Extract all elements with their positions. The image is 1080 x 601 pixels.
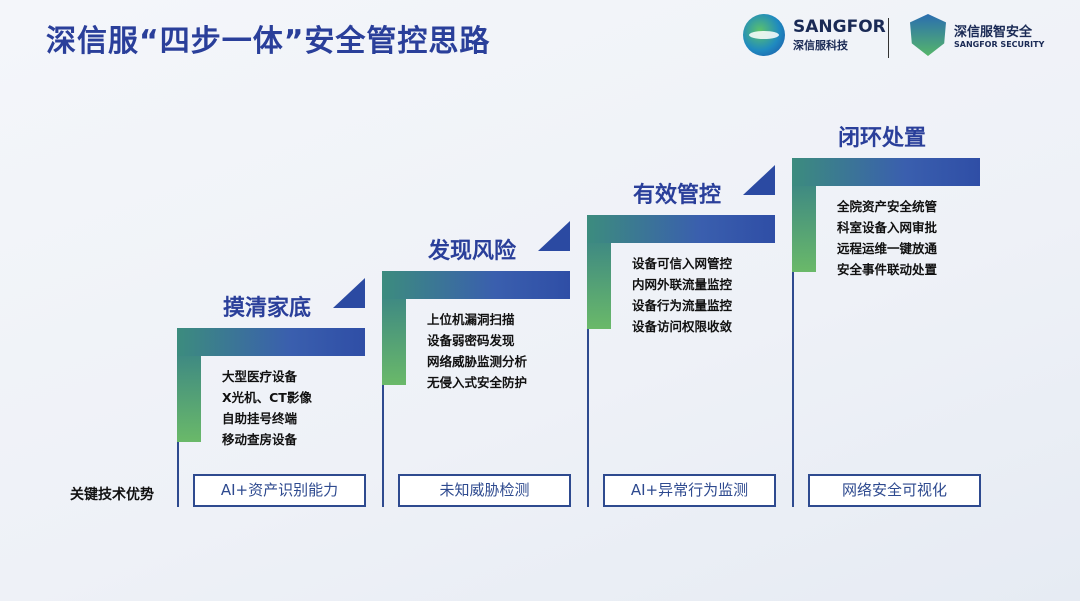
shield-icon bbox=[910, 14, 946, 56]
page-title: 深信服“四步一体”安全管控思路 bbox=[46, 24, 491, 59]
step-item: X光机、CT影像 bbox=[222, 390, 312, 405]
step-bar-vertical bbox=[792, 186, 816, 272]
step-bar-vertical bbox=[177, 356, 201, 442]
logo-divider bbox=[888, 18, 889, 58]
step-bar bbox=[792, 158, 980, 186]
tech-box: 网络安全可视化 bbox=[808, 474, 981, 507]
step-item: 上位机漏洞扫描 bbox=[427, 312, 515, 327]
step-divider-line bbox=[587, 243, 589, 507]
step-item: 科室设备入网审批 bbox=[837, 220, 938, 235]
step-divider-line bbox=[792, 186, 794, 507]
step-bar-vertical bbox=[587, 243, 611, 329]
step-title: 发现风险 bbox=[428, 239, 517, 264]
step-item: 设备行为流量监控 bbox=[632, 298, 733, 313]
step-item: 设备可信入网管控 bbox=[632, 256, 733, 271]
step-item: 远程运维一键放通 bbox=[837, 241, 938, 256]
step-item: 全院资产安全统管 bbox=[837, 199, 938, 214]
step-item: 移动查房设备 bbox=[222, 432, 298, 447]
step-arrow-triangle-icon bbox=[538, 221, 570, 251]
step-item: 大型医疗设备 bbox=[222, 369, 298, 384]
step-bar bbox=[587, 215, 775, 243]
step-bar bbox=[177, 328, 365, 356]
step-title: 有效管控 bbox=[633, 183, 722, 208]
step-divider-line bbox=[382, 299, 384, 507]
tech-box: AI+异常行为监测 bbox=[603, 474, 776, 507]
step-arrow-triangle-icon bbox=[333, 278, 365, 308]
step-title: 闭环处置 bbox=[838, 126, 927, 151]
key-tech-label: 关键技术优势 bbox=[70, 487, 154, 503]
step-item: 内网外联流量监控 bbox=[632, 277, 733, 292]
step-item: 安全事件联动处置 bbox=[837, 262, 938, 277]
step-item: 设备访问权限收敛 bbox=[632, 319, 733, 334]
security-en: SANGFOR SECURITY bbox=[954, 40, 1045, 49]
step-arrow-triangle-icon bbox=[743, 165, 775, 195]
security-cn: 深信服智安全 bbox=[954, 25, 1033, 40]
step-item: 无侵入式安全防护 bbox=[427, 375, 528, 390]
step-bar bbox=[382, 271, 570, 299]
sangfor-globe-icon bbox=[743, 14, 785, 56]
tech-box: 未知威胁检测 bbox=[398, 474, 571, 507]
sangfor-name: SANGFOR bbox=[793, 17, 886, 37]
step-item: 网络威胁监测分析 bbox=[427, 354, 528, 369]
step-title: 摸清家底 bbox=[223, 296, 312, 321]
step-items: 设备可信入网管控内网外联流量监控设备行为流量监控设备访问权限收敛 bbox=[632, 253, 732, 337]
step-item: 自助挂号终端 bbox=[222, 411, 298, 426]
step-item: 设备弱密码发现 bbox=[427, 333, 515, 348]
sangfor-cn: 深信服科技 bbox=[793, 39, 848, 52]
step-bar-vertical bbox=[382, 299, 406, 385]
step-items: 全院资产安全统管科室设备入网审批远程运维一键放通安全事件联动处置 bbox=[837, 196, 937, 280]
step-items: 大型医疗设备 X光机、CT影像自助挂号终端移动查房设备 bbox=[222, 366, 312, 450]
sangfor-logo: SANGFOR 深信服科技 bbox=[743, 14, 886, 56]
tech-box: AI+资产识别能力 bbox=[193, 474, 366, 507]
step-items: 上位机漏洞扫描设备弱密码发现网络威胁监测分析无侵入式安全防护 bbox=[427, 309, 527, 393]
